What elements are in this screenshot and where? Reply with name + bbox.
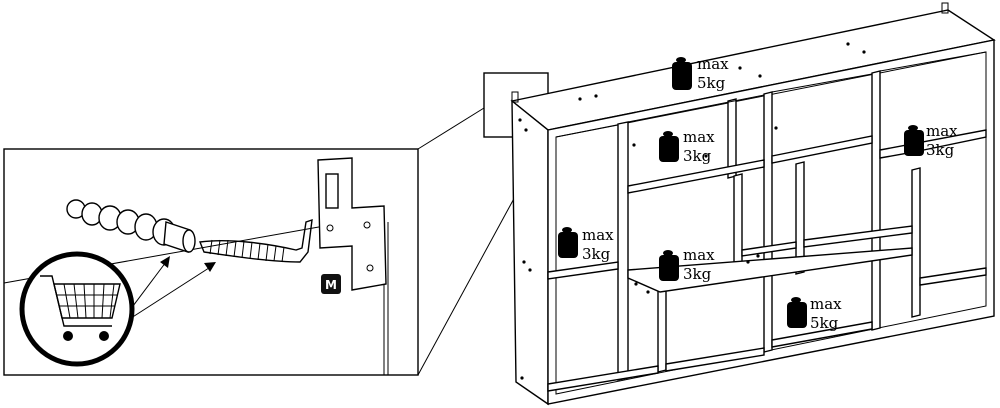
weight-icon [904,125,924,156]
weight-limit-6-line1: max [810,295,842,313]
divider-3 [871,70,881,331]
weight-limit-1-line1: max [697,55,729,73]
weight-limit-5-line2: 3kg [683,265,712,283]
back-line-3 [771,73,873,93]
weight-limit-4-line2: 3kg [582,245,611,263]
leader-line-top [417,107,485,150]
back-line-2 [627,94,765,123]
weight-limit-3-line2: 3kg [926,141,955,159]
hanging-bracket-icon [317,157,387,291]
shelf-7 [803,225,913,248]
weight-icon [659,250,679,281]
weight-limit-5-line1: max [683,246,715,264]
shelf-2 [771,135,873,164]
shelf-6 [741,241,797,257]
top-bracket-right [941,2,949,14]
weight-limit-5: max 3kg [659,246,715,283]
top-bracket-left [511,91,519,103]
screw-icon [199,218,313,263]
shelf-4 [547,261,619,280]
back-line-4 [879,51,987,72]
weight-limit-4: max 3kg [558,226,614,263]
left-side-panel [511,99,549,406]
weight-limit-2-line2: 3kg [683,147,712,165]
detail-inset: M [3,107,549,376]
pointer-arrows [123,256,216,321]
shelf-10 [547,365,659,392]
shelf-11 [665,347,765,372]
shelf-8 [919,267,987,286]
divider-1 [617,121,629,381]
fitting-label-text: M [325,278,337,292]
weight-icon [672,57,692,90]
divider-8 [657,287,667,373]
weight-icon [787,297,807,328]
fitting-label: M [321,274,341,294]
wall-plug-anchor-icon [66,199,196,253]
weight-limit-3: max 3kg [904,122,958,159]
weight-limit-1-line2: 5kg [697,74,726,92]
shopping-cart-icon [19,251,135,367]
divider-5 [733,173,743,269]
divider-2 [763,91,773,353]
weight-limit-6-line2: 5kg [810,314,839,332]
weight-limit-3-line1: max [926,122,958,140]
inner-back [555,51,987,395]
weight-icon [558,227,578,258]
shelf-1 [627,159,765,194]
weight-limit-4-line1: max [582,226,614,244]
shelf-5 [627,247,913,293]
weight-icon [659,131,679,162]
weight-limit-2: max 3kg [659,128,715,165]
divider-6 [795,161,805,275]
weight-limit-6: max 5kg [787,295,842,332]
back-line-1 [555,124,619,138]
divider-7 [911,167,921,318]
shelf-unit [483,2,996,406]
inset-frame [3,148,419,376]
weight-limit-1: max 5kg [672,55,729,92]
shelf-9 [771,321,873,348]
fixing-holes [518,42,866,380]
weight-limit-2-line1: max [683,128,715,146]
